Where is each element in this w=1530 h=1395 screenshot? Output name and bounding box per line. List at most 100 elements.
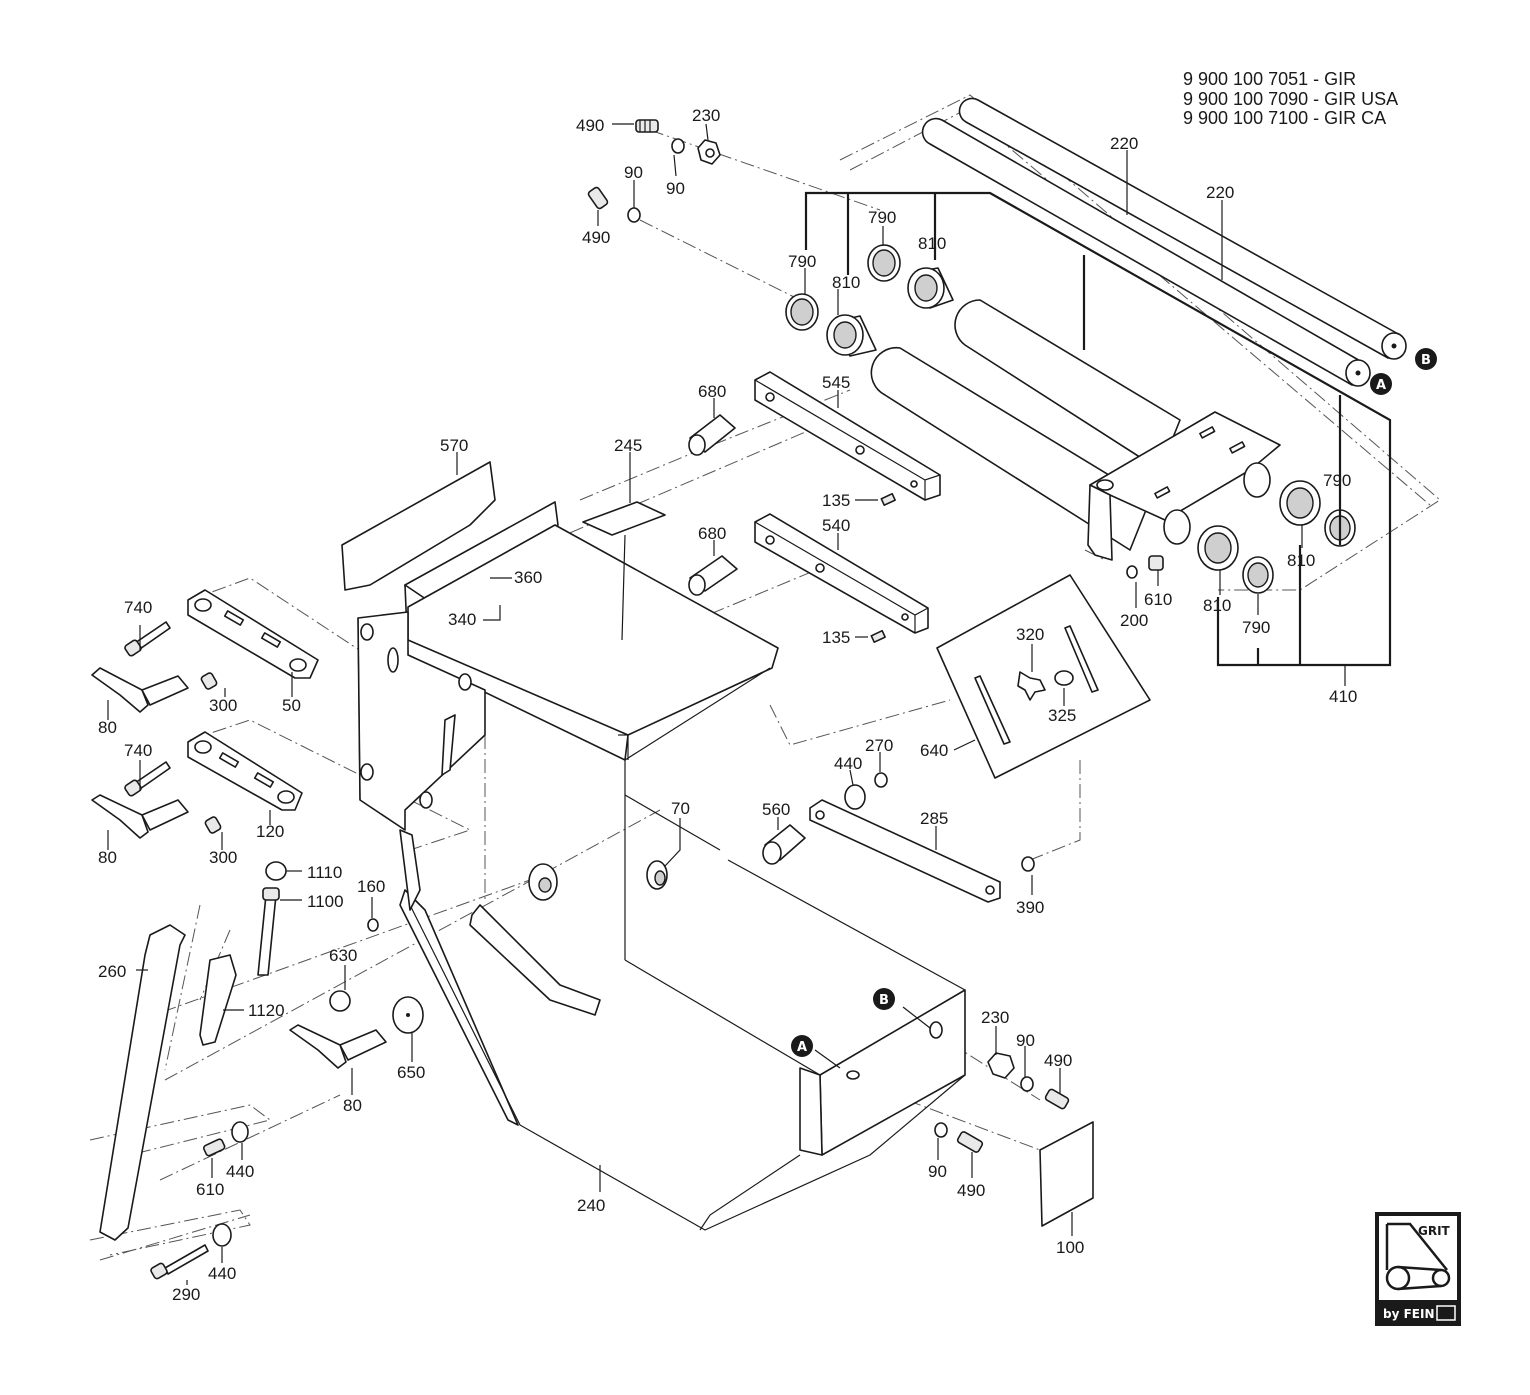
bushing-810-right-top	[1279, 480, 1321, 526]
label-640: 640	[920, 741, 948, 760]
label-360: 360	[514, 568, 542, 587]
label-285: 285	[920, 809, 948, 828]
svg-text:by FEIN: by FEIN	[1383, 1307, 1435, 1321]
label-630: 630	[329, 946, 357, 965]
screw-490-bottom-a	[1044, 1088, 1070, 1110]
label-790: 790	[868, 208, 896, 227]
label-90: 90	[1016, 1031, 1035, 1050]
screw-300-bottom	[204, 816, 222, 834]
label-230: 230	[692, 106, 720, 125]
locating-pin-680-bottom	[688, 555, 738, 596]
label-260: 260	[98, 962, 126, 981]
long-bolt-1100	[257, 887, 280, 976]
lower-roller-lower	[870, 346, 1151, 551]
bearing-sleeve-790-mid	[785, 293, 819, 331]
label-490: 490	[582, 228, 610, 247]
label-plate-100	[1039, 1121, 1094, 1227]
label-270: 270	[865, 736, 893, 755]
bushing-810-right-bottom	[1197, 525, 1239, 571]
handle-grip-1120	[199, 954, 237, 1046]
svg-text:A: A	[1376, 378, 1386, 393]
label-220: 220	[1110, 134, 1138, 153]
bearing-sleeve-790-top	[867, 244, 901, 282]
label-440: 440	[226, 1162, 254, 1181]
nut-390	[1021, 856, 1035, 872]
model-line-3: 9 900 100 7100 - GIR CA	[1183, 108, 1386, 128]
washer-90-bottom-b	[934, 1122, 948, 1138]
label-570: 570	[440, 436, 468, 455]
label-100: 100	[1056, 1238, 1084, 1257]
label-790: 790	[1323, 471, 1351, 490]
lower-roller-upper	[954, 299, 1181, 471]
label-325: 325	[1048, 706, 1076, 725]
label-740: 740	[124, 741, 152, 760]
label-240: 240	[577, 1196, 605, 1215]
label-245: 245	[614, 436, 642, 455]
bolt-290	[150, 1244, 209, 1280]
thumb-knob-325	[1054, 670, 1074, 686]
washer-440-mid	[844, 784, 866, 810]
bearing-sleeve-790-right-bottom	[1242, 556, 1274, 594]
svg-text:GRIT: GRIT	[1418, 1224, 1451, 1238]
label-50: 50	[282, 696, 301, 715]
part-number-labels: 490 230 90 90 490 220 220 790 790 810 81…	[98, 106, 1357, 1304]
rail-540	[754, 513, 929, 634]
knob-cap-560	[762, 824, 806, 865]
label-90: 90	[624, 163, 643, 182]
lever-handle-80-bottom	[289, 1024, 387, 1069]
screw-300-top	[200, 672, 218, 690]
label-290: 290	[172, 1285, 200, 1304]
leader-410-bracket	[804, 191, 1392, 667]
label-410: 410	[1329, 687, 1357, 706]
label-650: 650	[397, 1063, 425, 1082]
label-810: 810	[1203, 596, 1231, 615]
label-90: 90	[666, 179, 685, 198]
leader-lines	[107, 123, 1346, 1285]
clamp-plate-120	[187, 731, 303, 811]
label-135: 135	[822, 628, 850, 647]
marker-b-top: B	[1415, 348, 1437, 370]
label-810: 810	[832, 273, 860, 292]
rail-545	[754, 371, 941, 501]
label-300: 300	[209, 696, 237, 715]
label-135: 135	[822, 491, 850, 510]
marker-b-bottom: B	[873, 988, 895, 1010]
cap-1110	[265, 861, 287, 881]
bolt-740-bottom	[124, 761, 171, 797]
label-810: 810	[1287, 551, 1315, 570]
bolt-740-top	[124, 621, 171, 657]
label-740: 740	[124, 598, 152, 617]
label-560: 560	[762, 800, 790, 819]
model-line-2: 9 900 100 7090 - GIR USA	[1183, 89, 1398, 109]
nut-230-bottom	[987, 1052, 1015, 1079]
lever-handle-80-top	[91, 667, 189, 713]
label-540: 540	[822, 516, 850, 535]
label-390: 390	[1016, 898, 1044, 917]
label-200: 200	[1120, 611, 1148, 630]
strap-285	[809, 799, 1001, 903]
label-340: 340	[448, 610, 476, 629]
label-810: 810	[918, 234, 946, 253]
label-80: 80	[98, 718, 117, 737]
label-680: 680	[698, 382, 726, 401]
label-490: 490	[576, 116, 604, 135]
model-number-header: 9 900 100 7051 - GIR 9 900 100 7090 - GI…	[1183, 69, 1398, 128]
label-610: 610	[196, 1180, 224, 1199]
marker-a-bottom: A	[791, 1035, 813, 1057]
washer-630	[329, 990, 351, 1012]
lever-arm-260	[99, 924, 186, 1241]
label-1120: 1120	[248, 1001, 285, 1020]
locating-pin-680-top	[688, 414, 736, 456]
bushing-70	[646, 860, 668, 890]
washer-90-bottom-a	[1020, 1076, 1034, 1092]
label-80: 80	[343, 1096, 362, 1115]
screw-610-lower	[203, 1138, 226, 1157]
label-320: 320	[1016, 625, 1044, 644]
washer-90-top	[671, 138, 685, 154]
label-610: 610	[1144, 590, 1172, 609]
clamp-plate-50	[187, 589, 319, 679]
bushing-adapter	[528, 863, 558, 901]
set-screw-135-top	[880, 492, 896, 506]
washer-90-second	[627, 207, 641, 223]
nut-160	[367, 918, 379, 932]
